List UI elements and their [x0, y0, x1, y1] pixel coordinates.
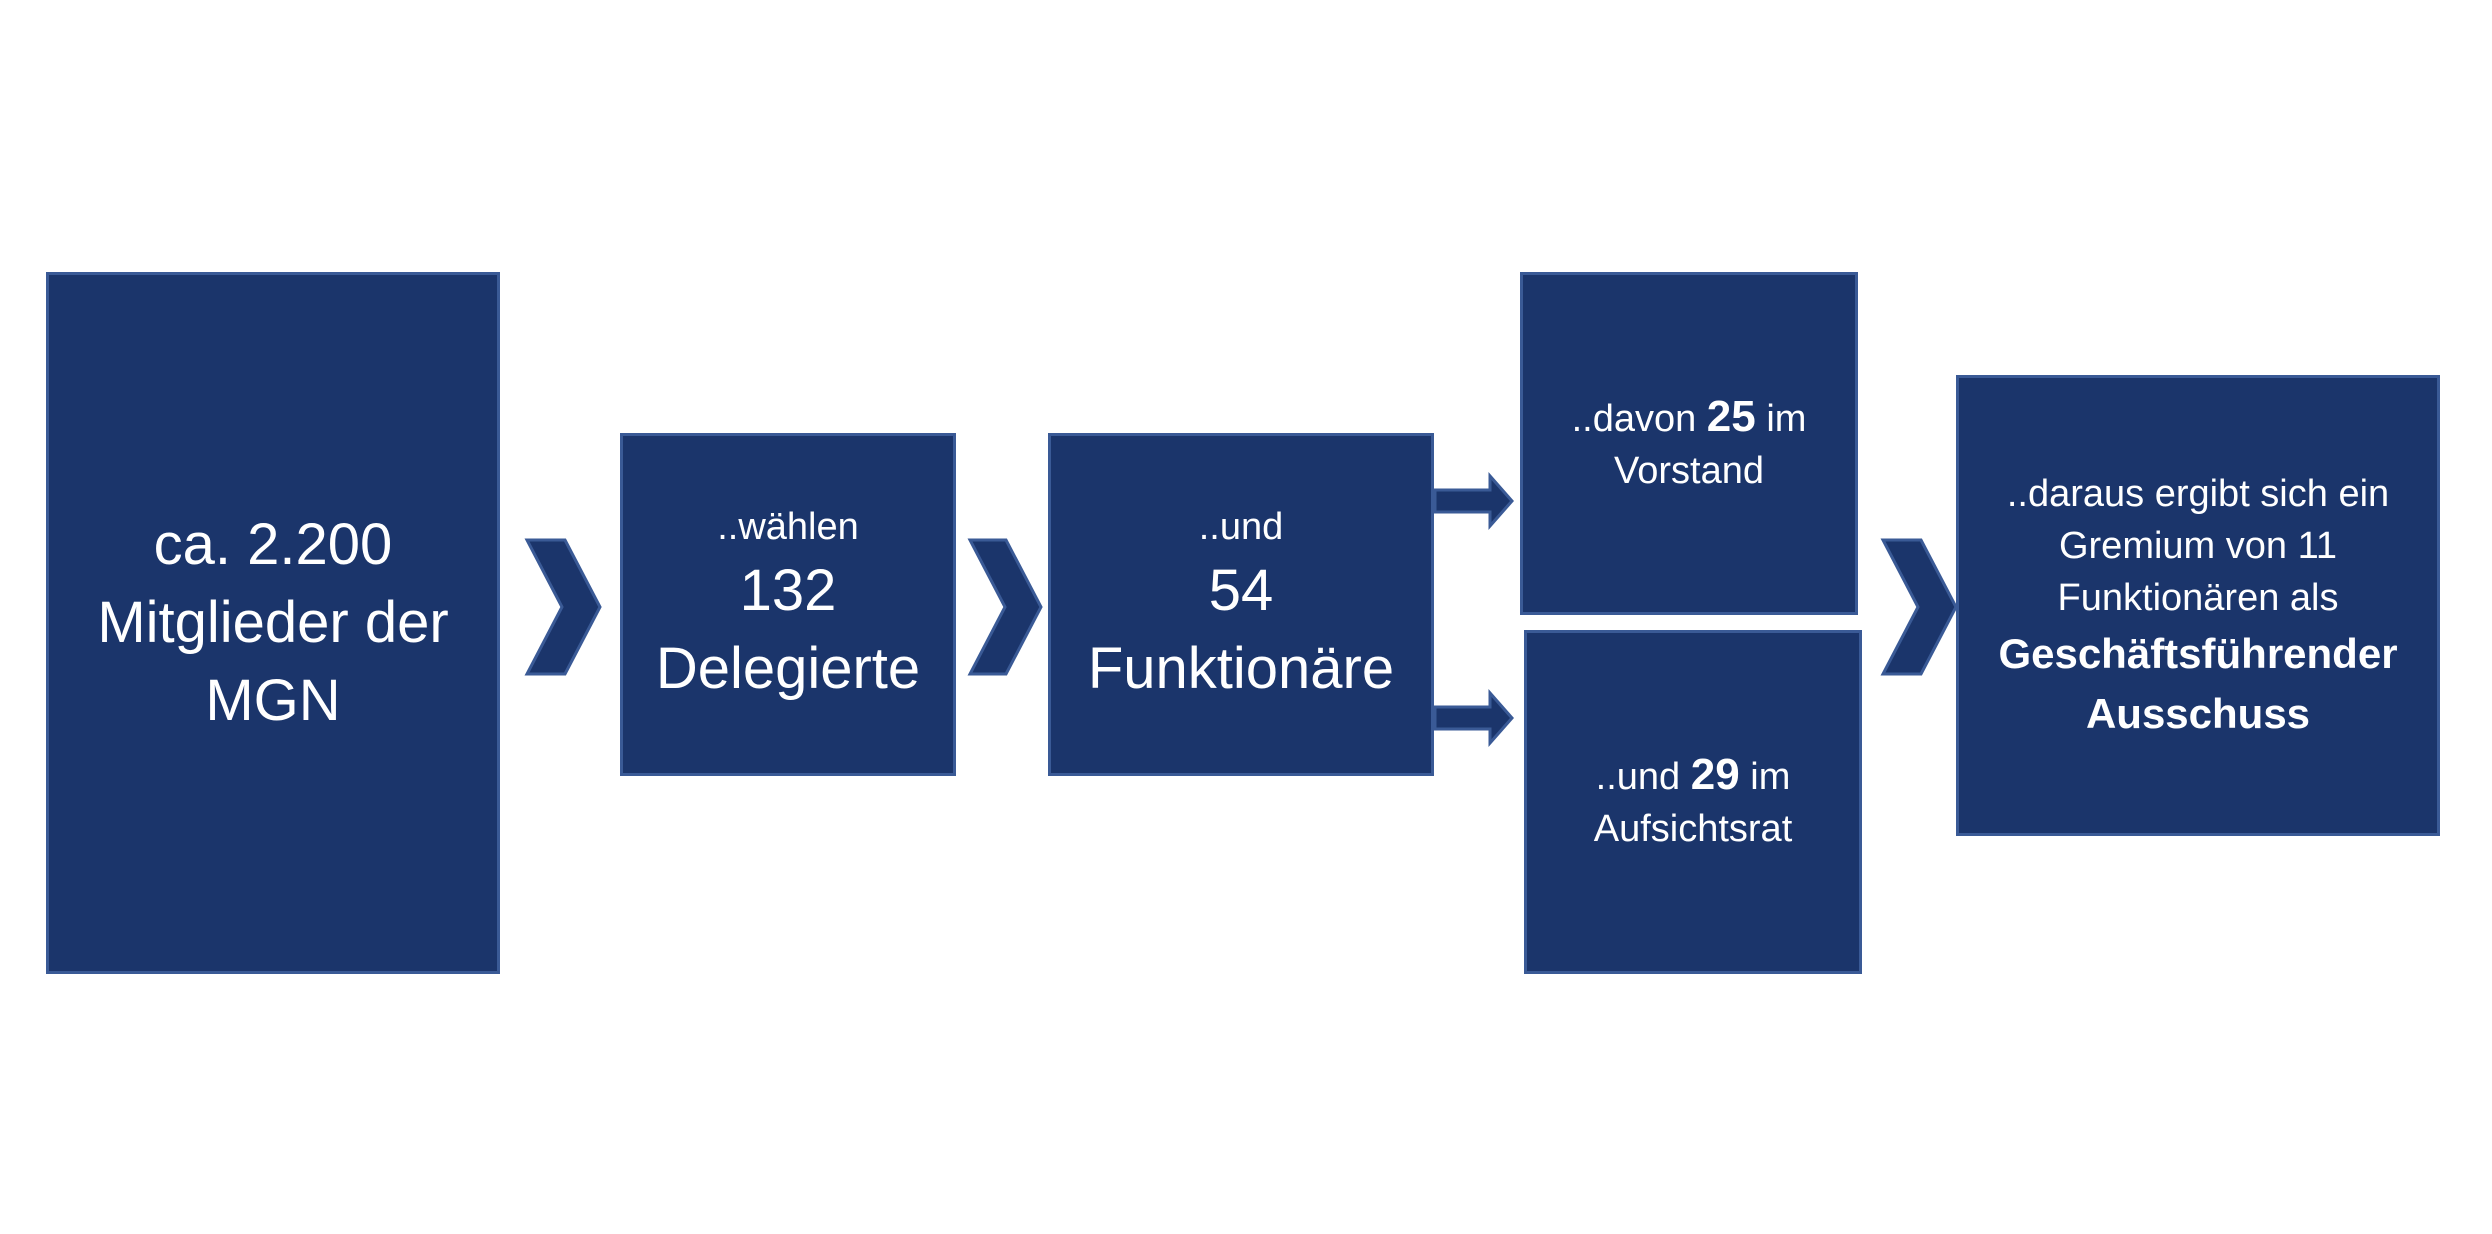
members-count: ca. 2.200	[153, 512, 393, 577]
board-prefix: ..davon	[1571, 397, 1697, 440]
committee-title1: Geschäftsführender	[1998, 629, 2398, 677]
board-count: 25	[1706, 391, 1756, 441]
committee-line3: Funktionären als	[2057, 576, 2339, 619]
supervisory-label: Aufsichtsrat	[1593, 808, 1793, 850]
supervisory-suffix: im	[1750, 756, 1791, 798]
supervisory-count-line: ..und 29 im	[1596, 749, 1791, 803]
chevron-arrow-icon	[1880, 538, 1958, 676]
board-count-line: ..davon 25 im	[1572, 391, 1807, 445]
board-box: ..davon 25 im Vorstand	[1520, 272, 1858, 615]
committee-box: ..daraus ergibt sich ein Gremium von 11 …	[1956, 375, 2440, 836]
members-box: ca. 2.200 Mitglieder der MGN	[46, 272, 500, 974]
committee-line1: ..daraus ergibt sich ein	[2006, 472, 2390, 515]
board-label: Vorstand	[1614, 449, 1764, 492]
delegates-label: Delegierte	[655, 635, 921, 701]
delegates-count: 132	[739, 557, 837, 623]
officials-count: 54	[1208, 557, 1274, 623]
delegates-box: ..wählen 132 Delegierte	[620, 433, 956, 776]
supervisory-box: ..und 29 im Aufsichtsrat	[1524, 630, 1862, 974]
officials-box: ..und 54 Funktionäre	[1048, 433, 1434, 776]
members-label: Mitglieder der	[97, 590, 449, 655]
chevron-arrow-icon	[967, 538, 1043, 676]
members-org: MGN	[205, 668, 341, 733]
delegates-intro: ..wählen	[717, 505, 859, 548]
committee-line2: Gremium von 11	[2058, 524, 2338, 567]
supervisory-count: 29	[1690, 750, 1740, 799]
officials-intro: ..und	[1198, 505, 1284, 548]
chevron-arrow-icon	[524, 538, 602, 676]
supervisory-prefix: ..und	[1595, 756, 1681, 798]
right-arrow-icon	[1433, 689, 1514, 747]
board-suffix: im	[1766, 397, 1807, 440]
officials-label: Funktionäre	[1087, 635, 1395, 701]
committee-title2: Ausschuss	[2085, 689, 2311, 737]
right-arrow-icon	[1433, 472, 1514, 530]
